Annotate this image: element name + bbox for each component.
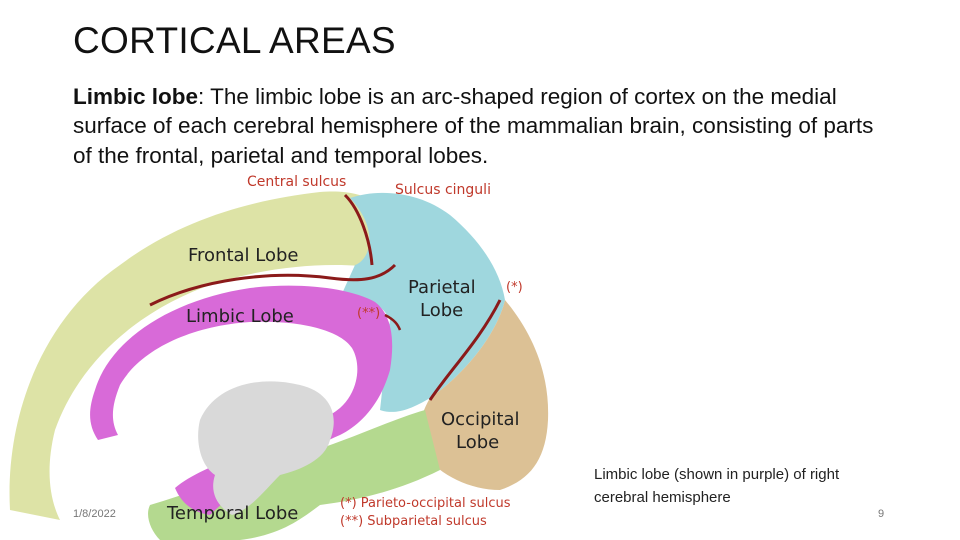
frontal-lobe-region bbox=[9, 191, 392, 520]
label-parieto-mark: (*) bbox=[506, 280, 523, 295]
occipital-lobe-region bbox=[419, 300, 549, 490]
sulcus-line-subparietal bbox=[384, 313, 402, 331]
label-central-sulcus: Central sulcus bbox=[247, 174, 346, 190]
slide-number: 9 bbox=[878, 508, 885, 520]
label-occipital-line1: Occipital bbox=[441, 409, 519, 430]
label-frontal-lobe: Frontal Lobe bbox=[188, 245, 299, 266]
label-occipital-line2: Lobe bbox=[456, 432, 499, 453]
sulcus-line-cinguli bbox=[149, 263, 397, 307]
limbic-lobe-region bbox=[90, 285, 393, 515]
slide-title: CORTICAL AREAS bbox=[73, 20, 396, 61]
label-temporal-lobe: Temporal Lobe bbox=[166, 503, 298, 524]
figure-caption: Limbic lobe (shown in purple) of right c… bbox=[594, 466, 840, 506]
brain-diagram: Central sulcus Sulcus cinguli Frontal Lo… bbox=[9, 174, 549, 540]
sulcus-line-parieto-occipital bbox=[428, 299, 502, 401]
legend-parieto-occipital: (*) Parieto-occipital sulcus bbox=[340, 496, 511, 511]
label-parietal-line2: Lobe bbox=[420, 300, 463, 321]
body-definition: : The limbic lobe is an arc-shaped regio… bbox=[73, 84, 874, 168]
label-sulcus-cinguli: Sulcus cinguli bbox=[395, 182, 491, 198]
sulcus-line-central bbox=[343, 193, 374, 266]
label-subparietal-mark: (**) bbox=[357, 306, 380, 321]
body-paragraph: Limbic lobe: The limbic lobe is an arc-s… bbox=[73, 82, 893, 170]
slide-date: 1/8/2022 bbox=[73, 508, 116, 520]
label-limbic-lobe: Limbic Lobe bbox=[186, 306, 294, 327]
legend-subparietal: (**) Subparietal sulcus bbox=[340, 514, 487, 529]
thalamus-region bbox=[198, 381, 334, 515]
body-term: Limbic lobe bbox=[73, 84, 199, 109]
label-parietal-line1: Parietal bbox=[408, 277, 476, 298]
temporal-lobe-region bbox=[148, 410, 440, 540]
